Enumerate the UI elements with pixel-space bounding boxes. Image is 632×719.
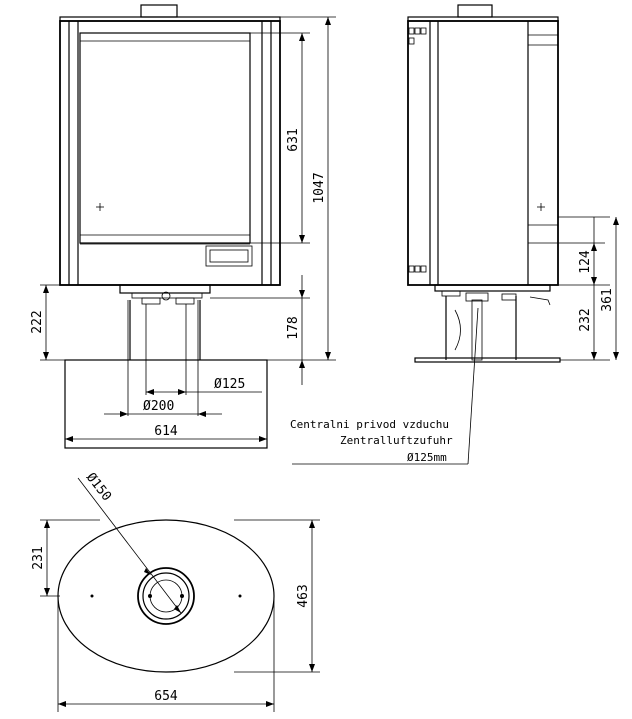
dim-463: 463 <box>296 584 311 607</box>
dim-231: 231 <box>31 546 46 569</box>
dim-dia-200: Ø200 <box>143 399 174 414</box>
dim-232: 232 <box>578 308 593 331</box>
front-stove-body <box>59 20 281 286</box>
dim-124: 124 <box>578 250 593 274</box>
front-glass-door <box>79 32 251 244</box>
side-base-plate <box>414 357 561 363</box>
dim-178: 178 <box>286 316 301 339</box>
dim-1047: 1047 <box>312 172 327 203</box>
dim-631: 631 <box>286 128 301 151</box>
front-flue-collar <box>140 4 178 18</box>
note-line-1: Centralni privod vzduchu <box>290 418 449 431</box>
note-line-3: Ø125mm <box>407 451 447 464</box>
front-dimensions: 631 1047 178 222 Ø125 Ø200 <box>30 16 336 448</box>
front-ash-drawer <box>205 245 253 267</box>
dim-dia-125: Ø125 <box>214 377 245 392</box>
front-view <box>59 4 281 449</box>
front-base-plate <box>64 359 268 449</box>
side-dimensions: 124 232 361 <box>558 216 619 361</box>
flue-ring-outer <box>137 567 195 625</box>
dim-361: 361 <box>600 288 615 311</box>
dim-222: 222 <box>30 310 45 333</box>
air-supply-note: Centralni privod vzduchu Zentralluftzufu… <box>290 307 479 465</box>
note-line-2: Zentralluftzufuhr <box>340 434 453 447</box>
side-view <box>407 4 561 363</box>
oval-base-plate <box>57 519 275 673</box>
top-view: Ø150 <box>57 470 275 673</box>
side-flue-collar <box>457 4 493 18</box>
top-dimensions: 231 463 654 <box>31 519 320 712</box>
dim-614: 614 <box>154 424 178 439</box>
dim-654: 654 <box>154 689 178 704</box>
dim-dia-150: Ø150 <box>83 470 114 504</box>
